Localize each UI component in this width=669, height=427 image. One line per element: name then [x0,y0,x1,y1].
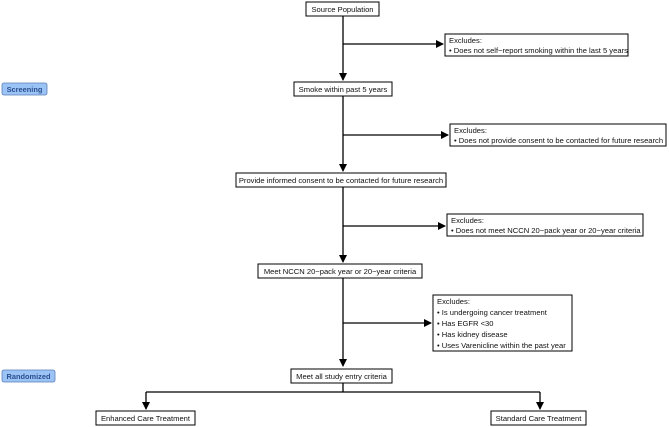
node-source-population-text: Source Population [311,5,373,14]
exclusion-box-2-title: Excludes: [454,126,487,135]
node-smoke-past-5-years: Smoke within past 5 years [293,81,393,97]
exclusion-box-4-item: • Uses Varenicline within the past year [437,341,566,350]
exclusion-box-3-item: • Does not meet NCCN 20−pack year or 20−… [451,226,641,235]
exclusion-box-1: Excludes: • Does not self−report smoking… [444,33,629,57]
stage-label-screening-text: Screening [7,85,43,94]
node-meet-all-criteria-text: Meet all study entry criteria [296,372,388,381]
node-meet-nccn-text: Meet NCCN 20−pack year or 20−year criter… [264,267,417,276]
node-enhanced-care-text: Enhanced Care Treatment [101,414,191,423]
node-source-population: Source Population [305,1,380,17]
exclusion-box-4-item: • Has kidney disease [437,330,508,339]
exclusion-box-3-title: Excludes: [451,216,484,225]
exclusion-box-4-item: • Has EGFR <30 [437,319,493,328]
exclusion-box-3: Excludes: • Does not meet NCCN 20−pack y… [446,213,644,237]
node-standard-care-text: Standard Care Treatment [496,414,583,423]
main-connectors [142,16,544,410]
stage-label-screening: Screening [1,82,48,96]
stage-label-randomized: Randomized [1,369,56,383]
node-informed-consent-text: Provide informed consent to be contacted… [239,176,443,185]
node-informed-consent: Provide informed consent to be contacted… [235,172,447,188]
node-smoke-past-5-years-text: Smoke within past 5 years [299,85,388,94]
exclusion-box-4-title: Excludes: [437,297,470,306]
exclusion-box-1-item: • Does not self−report smoking within th… [449,46,628,55]
node-enhanced-care: Enhanced Care Treatment [95,410,196,426]
exclusion-box-2-item: • Does not provide consent to be contact… [454,136,663,145]
node-meet-nccn: Meet NCCN 20−pack year or 20−year criter… [257,263,423,279]
exclusion-box-1-title: Excludes: [449,36,482,45]
stage-label-randomized-text: Randomized [7,372,51,381]
exclusion-box-2: Excludes: • Does not provide consent to … [449,123,667,147]
node-meet-all-criteria: Meet all study entry criteria [290,368,393,384]
exclusion-box-4: Excludes: • Is undergoing cancer treatme… [432,294,573,352]
exclusion-box-4-item: • Is undergoing cancer treatment [437,308,548,317]
node-standard-care: Standard Care Treatment [490,410,587,426]
